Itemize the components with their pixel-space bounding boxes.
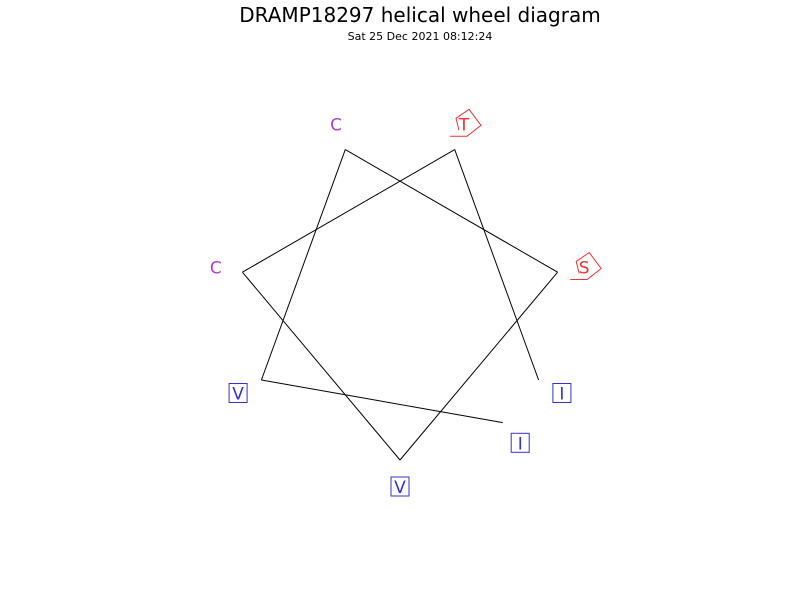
wheel-line-6	[242, 149, 455, 273]
residue-letter: V	[232, 385, 244, 405]
residue-square-marker	[228, 383, 248, 403]
residue-square-marker	[390, 476, 410, 497]
wheel-connection-lines	[242, 149, 558, 461]
residue-square-marker	[510, 432, 530, 453]
residue-letter: I	[559, 385, 564, 405]
diagram-timestamp: Sat 25 Dec 2021 08:12:24	[348, 30, 493, 43]
wheel-line-5	[242, 271, 401, 461]
wheel-line-3	[345, 149, 558, 273]
diagram-title: DRAMP18297 helical wheel diagram	[239, 3, 600, 27]
residue-8: I	[552, 383, 572, 405]
residue-7: T	[450, 108, 482, 137]
residue-letter: T	[458, 115, 470, 135]
wheel-line-1	[261, 379, 503, 424]
residue-letter: V	[394, 478, 406, 498]
residue-letter: C	[210, 259, 222, 279]
residue-pentagon-marker	[570, 251, 602, 280]
wheel-line-4	[399, 271, 558, 461]
wheel-line-7	[454, 149, 540, 381]
residue-6: C	[210, 259, 222, 279]
residue-3: C	[330, 115, 342, 135]
residue-pentagon-marker	[450, 108, 482, 137]
residue-letter: C	[330, 115, 342, 135]
residue-letter: I	[518, 434, 523, 454]
residue-4: S	[570, 251, 602, 280]
residue-1: I	[510, 432, 530, 454]
residue-2: V	[228, 383, 248, 405]
residue-letter: S	[579, 259, 590, 279]
residue-square-marker	[552, 383, 572, 403]
residue-5: V	[390, 476, 410, 498]
wheel-line-2	[260, 149, 346, 381]
wheel-residues: I V C S V C T I	[210, 108, 602, 498]
